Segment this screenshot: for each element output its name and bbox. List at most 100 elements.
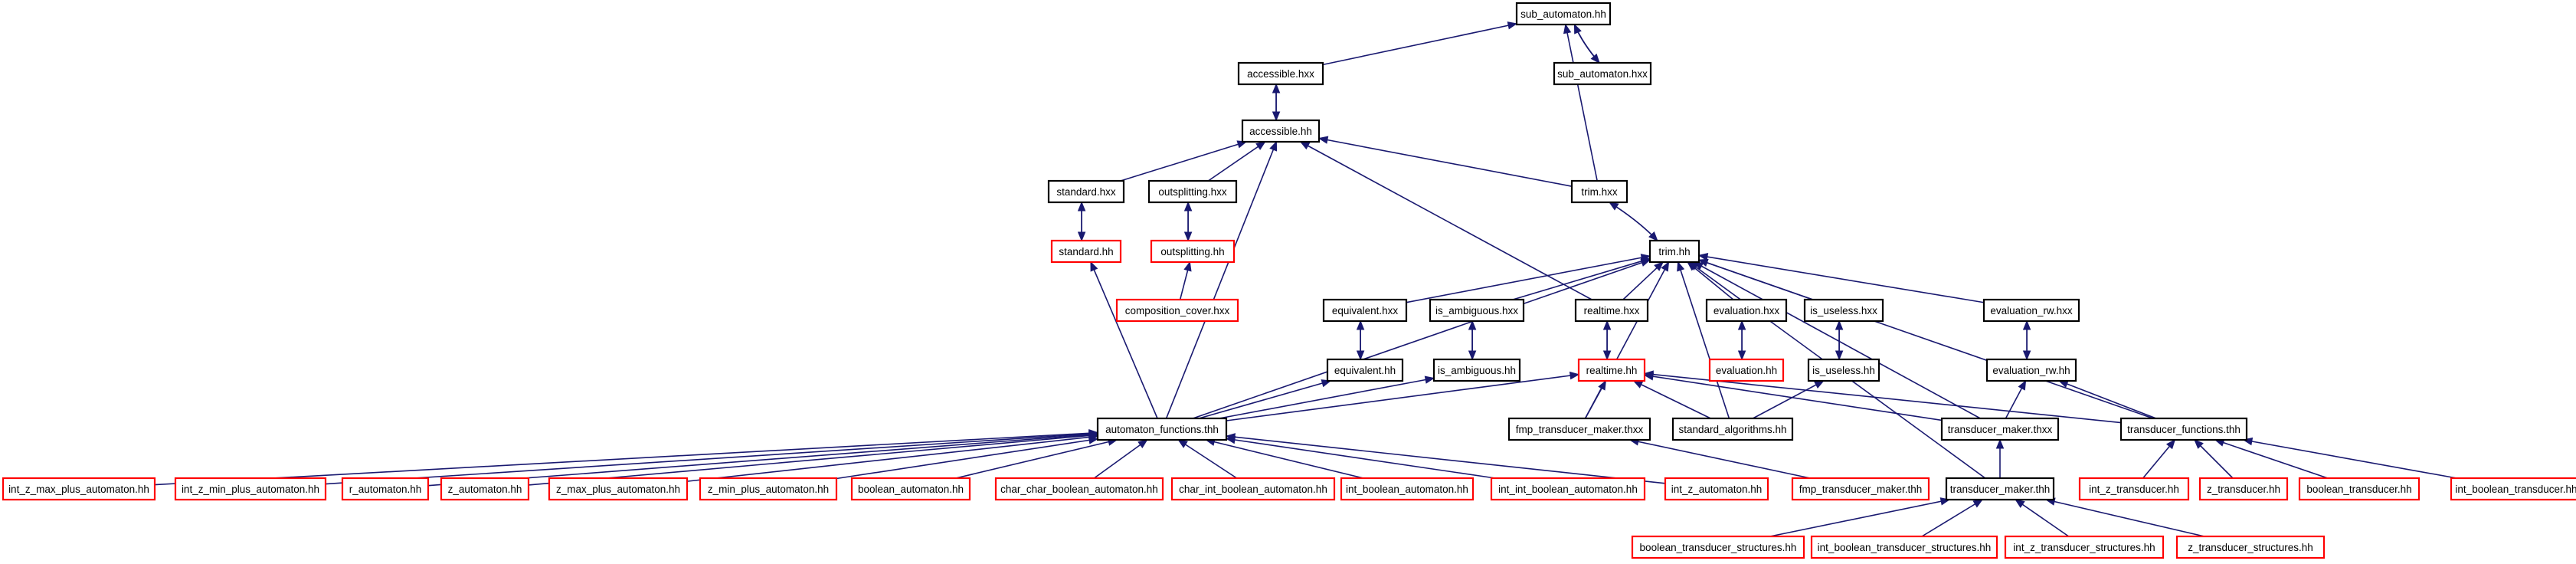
- arrowhead-int_z_automaton_hh-to-automaton_functions_thh: [1225, 433, 1236, 441]
- node-label: outsplitting.hh: [1160, 246, 1224, 257]
- arrowhead-transducer_functions_thh-to-realtime_hh: [1643, 370, 1654, 379]
- arrowhead-transducer_functions_thh-to-trim_hh: [1697, 258, 1709, 267]
- node-is-ambiguous-hh[interactable]: is_ambiguous.hh: [1432, 358, 1521, 382]
- node-box: [341, 477, 430, 501]
- node-int-boolean-transducer-hh[interactable]: int_boolean_transducer.hh: [2450, 477, 2576, 501]
- node-is-ambiguous-hxx[interactable]: is_ambiguous.hxx: [1429, 298, 1525, 323]
- node-box: [1237, 61, 1324, 86]
- node-int-boolean-transducer-structures-hh[interactable]: int_boolean_transducer_structures.hh: [1810, 535, 1998, 559]
- node-label: int_boolean_transducer.hh: [2455, 484, 2576, 495]
- node-outsplitting-hxx[interactable]: outsplitting.hxx: [1147, 179, 1238, 204]
- node-evaluation-hh[interactable]: evaluation.hh: [1708, 358, 1785, 382]
- node-box: [1708, 358, 1785, 382]
- node-trim-hxx[interactable]: trim.hxx: [1570, 179, 1628, 204]
- node-int-z-automaton-hh[interactable]: int_z_automaton.hh: [1664, 477, 1769, 501]
- edge-boolean_automaton_hh-to-automaton_functions_thh: [955, 439, 1118, 479]
- edge-int_z_min_plus_automaton_hh-to-automaton_functions_thh: [325, 432, 1098, 485]
- node-fmp-transducer-maker-thxx[interactable]: fmp_transducer_maker.thxx: [1507, 417, 1651, 441]
- node-r-automaton-hh[interactable]: r_automaton.hh: [341, 477, 430, 501]
- node-equivalent-hh[interactable]: equivalent.hh: [1326, 358, 1404, 382]
- node-box: [1671, 417, 1794, 441]
- node-box: [1050, 239, 1122, 264]
- node-char-char-boolean-automaton-hh[interactable]: char_char_boolean_automaton.hh: [994, 477, 1164, 501]
- node-trim-hh[interactable]: trim.hh: [1648, 239, 1700, 264]
- edge-boolean_transducer_hh-to-transducer_functions_thh: [2214, 439, 2329, 479]
- node-sub-automaton-hxx[interactable]: sub_automaton.hxx: [1553, 61, 1652, 86]
- node-accessible-hh[interactable]: accessible.hh: [1241, 119, 1321, 143]
- node-z-max-plus-automaton-hh[interactable]: z_max_plus_automaton.hh: [548, 477, 689, 501]
- node-standard-hxx[interactable]: standard.hxx: [1047, 179, 1125, 204]
- node-standard-hh[interactable]: standard.hh: [1050, 239, 1122, 264]
- node-fmp-transducer-maker-thh[interactable]: fmp_transducer_maker.thh: [1791, 477, 1930, 501]
- arrowhead-trim_hxx-to-accessible_hh: [1317, 136, 1329, 144]
- node-label: outsplitting.hxx: [1158, 186, 1227, 198]
- edges-layer: [154, 21, 2457, 537]
- node-boolean-transducer-structures-hh[interactable]: boolean_transducer_structures.hh: [1631, 535, 1805, 559]
- node-evaluation-rw-hh[interactable]: evaluation_rw.hh: [1985, 358, 2077, 382]
- node-automaton-functions-thh[interactable]: automaton_functions.thh: [1096, 417, 1228, 441]
- node-int-boolean-automaton-hh[interactable]: int_boolean_automaton.hh: [1340, 477, 1475, 501]
- node-box: [1515, 2, 1612, 26]
- node-label: int_int_boolean_automaton.hh: [1498, 484, 1638, 495]
- edge-trim_hxx-to-trim_hh: [1609, 202, 1658, 241]
- node-accessible-hxx[interactable]: accessible.hxx: [1237, 61, 1324, 86]
- node-int-z-max-plus-automaton-hh[interactable]: int_z_max_plus_automaton.hh: [2, 477, 156, 501]
- node-label: sub_automaton.hh: [1520, 8, 1606, 20]
- node-box: [1322, 298, 1408, 323]
- node-char-int-boolean-automaton-hh[interactable]: char_int_boolean_automaton.hh: [1170, 477, 1336, 501]
- node-realtime-hxx[interactable]: realtime.hxx: [1574, 298, 1649, 323]
- node-z-min-plus-automaton-hh[interactable]: z_min_plus_automaton.hh: [699, 477, 838, 501]
- node-sub-automaton-hh[interactable]: sub_automaton.hh: [1515, 2, 1612, 26]
- node-transducer-functions-thh[interactable]: transducer_functions.thh: [2119, 417, 2248, 441]
- arrowhead-int_boolean_transducer_structures_hh-to-transducer_maker_thh: [1972, 499, 1984, 508]
- node-int-z-transducer-hh[interactable]: int_z_transducer.hh: [2078, 477, 2190, 501]
- arrowhead-transducer_maker_thh-to-trim_hh: [1688, 261, 1699, 271]
- node-label: int_z_transducer_structures.hh: [2013, 542, 2155, 553]
- node-label: composition_cover.hxx: [1125, 305, 1230, 316]
- arrowhead-realtime_hxx-to-accessible_hh: [1299, 141, 1311, 150]
- node-box: [1631, 535, 1805, 559]
- edge-equivalent_hxx-to-trim_hh: [1406, 255, 1651, 303]
- arrowhead-realtime_hxx-to-realtime_hh: [1602, 350, 1612, 361]
- node-box: [1047, 179, 1125, 204]
- node-boolean-automaton-hh[interactable]: boolean_automaton.hh: [850, 477, 971, 501]
- node-box: [1664, 477, 1769, 501]
- node-composition-cover-hxx[interactable]: composition_cover.hxx: [1115, 298, 1239, 323]
- edge-z_transducer_structures_hh-to-transducer_maker_thh: [2046, 499, 2204, 537]
- node-int-z-min-plus-automaton-hh[interactable]: int_z_min_plus_automaton.hh: [174, 477, 327, 501]
- arrowhead-evaluation_rw_hxx-to-evaluation_rw_hh: [2022, 350, 2031, 361]
- edge-automaton_functions_thh-to-trim_hh: [1193, 259, 1651, 419]
- node-label: trim.hh: [1658, 246, 1690, 257]
- edge-standard_algorithms_hh-to-realtime_hh: [1633, 380, 1711, 419]
- node-standard-algorithms-hh[interactable]: standard_algorithms.hh: [1671, 417, 1794, 441]
- node-label: realtime.hxx: [1584, 305, 1640, 316]
- node-transducer-maker-thxx[interactable]: transducer_maker.thxx: [1940, 417, 2060, 441]
- node-label: is_useless.hh: [1812, 365, 1875, 376]
- node-equivalent-hxx[interactable]: equivalent.hxx: [1322, 298, 1408, 323]
- edge-int_z_transducer_structures_hh-to-transducer_maker_thh: [2015, 499, 2070, 537]
- arrowhead-z_min_plus_automaton_hh-to-automaton_functions_thh: [1088, 436, 1099, 444]
- node-realtime-hh[interactable]: realtime.hh: [1577, 358, 1646, 382]
- node-is-useless-hxx[interactable]: is_useless.hxx: [1803, 298, 1884, 323]
- node-box: [1115, 298, 1239, 323]
- node-box: [1945, 477, 2055, 501]
- node-evaluation-rw-hxx[interactable]: evaluation_rw.hxx: [1982, 298, 2080, 323]
- node-boolean-transducer-hh[interactable]: boolean_transducer.hh: [2298, 477, 2421, 501]
- node-is-useless-hh[interactable]: is_useless.hh: [1807, 358, 1880, 382]
- edge-standard_algorithms_hh-to-is_useless_hh: [1752, 380, 1825, 419]
- node-z-transducer-structures-hh[interactable]: z_transducer_structures.hh: [2175, 535, 2326, 559]
- edge-boolean_transducer_structures_hh-to-transducer_maker_thh: [1769, 499, 1950, 537]
- node-z-automaton-hh[interactable]: z_automaton.hh: [440, 477, 530, 501]
- node-box: [1241, 119, 1321, 143]
- node-evaluation-hxx[interactable]: evaluation.hxx: [1705, 298, 1788, 323]
- node-outsplitting-hh[interactable]: outsplitting.hh: [1150, 239, 1236, 264]
- node-int-z-transducer-structures-hh[interactable]: int_z_transducer_structures.hh: [2004, 535, 2165, 559]
- node-label: char_char_boolean_automaton.hh: [1000, 484, 1158, 495]
- node-transducer-maker-thh[interactable]: transducer_maker.thh: [1945, 477, 2055, 501]
- node-int-int-boolean-automaton-hh[interactable]: int_int_boolean_automaton.hh: [1490, 477, 1646, 501]
- arrowhead-accessible_hxx-to-accessible_hh: [1272, 111, 1281, 122]
- node-box: [440, 477, 530, 501]
- node-z-transducer-hh[interactable]: z_transducer.hh: [2198, 477, 2289, 501]
- arrowhead-transducer_maker_thh-to-transducer_maker_thxx: [1995, 438, 2005, 449]
